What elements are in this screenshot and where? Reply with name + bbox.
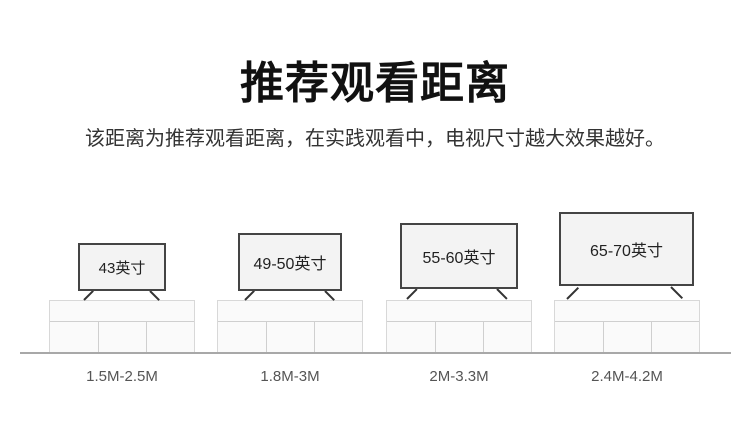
tv-size-label: 49-50英寸 [253,256,327,273]
cabinet-divider [314,321,315,352]
tv-leg-right [670,286,684,300]
tv-screen: 43英寸 [78,243,166,291]
viewing-distance-label: 2.4M-4.2M [591,368,663,385]
cabinet-divider [651,321,652,352]
cabinet-divider [483,321,484,352]
viewing-distance-label: 1.5M-2.5M [86,368,158,385]
page-title: 推荐观看距离 [240,58,510,109]
tv-screen: 55-60英寸 [400,223,518,289]
cabinet-top-shelf [50,301,194,322]
cabinet-divider [266,321,267,352]
tv-leg-left [406,288,418,300]
viewing-distance-label: 1.8M-3M [260,368,320,385]
cabinet-top-shelf [555,301,699,322]
tv-cabinet [49,300,195,353]
tv-size-label: 55-60英寸 [422,250,496,267]
floor-line [20,352,731,354]
tv-cabinet [386,300,532,353]
tv-screen: 49-50英寸 [238,233,342,291]
cabinet-divider [435,321,436,352]
tv-cabinet [217,300,363,353]
tv-cabinet [554,300,700,353]
cabinet-divider [603,321,604,352]
cabinet-top-shelf [218,301,362,322]
tv-screen: 65-70英寸 [559,212,694,286]
cabinet-divider [146,321,147,352]
cabinet-divider [98,321,99,352]
viewing-distance-label: 2M-3.3M [429,368,489,385]
tv-leg-left [566,286,580,300]
tv-size-label: 65-70英寸 [590,243,663,260]
cabinet-top-shelf [387,301,531,322]
page-subtitle: 该距离为推荐观看距离，在实践观看中，电视尺寸越大效果越好。 [85,126,665,150]
tv-size-label: 43英寸 [98,259,146,277]
tv-leg-right [496,288,508,300]
